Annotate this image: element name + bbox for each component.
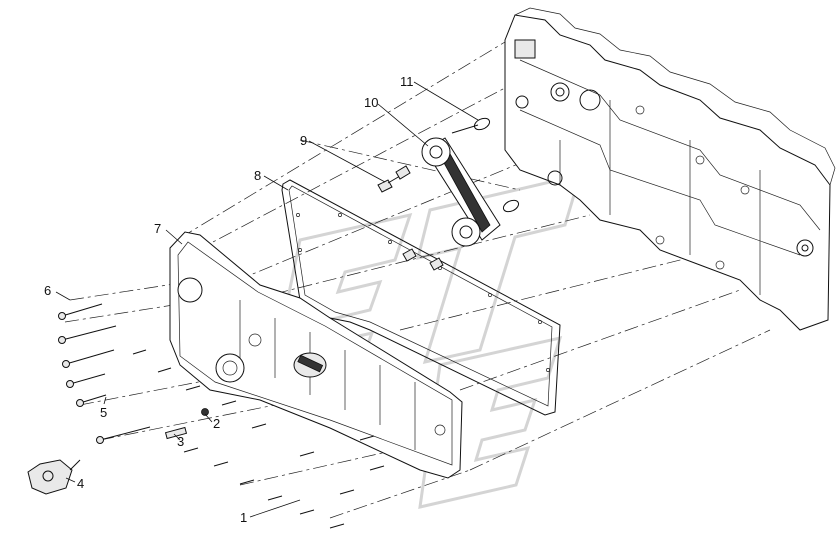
part-3-pin xyxy=(164,426,188,440)
part-11-o-rings xyxy=(451,117,520,213)
callout-labels: 1 2 3 4 5 6 7 8 9 10 11 xyxy=(44,74,414,525)
callout-4: 4 xyxy=(77,476,84,491)
part-9-screws xyxy=(377,165,444,271)
part-4-sensor xyxy=(27,459,81,495)
callout-1: 1 xyxy=(240,510,247,525)
engine-block xyxy=(504,7,836,331)
part-2-washer xyxy=(201,408,209,416)
callout-5: 5 xyxy=(100,405,107,420)
callout-8: 8 xyxy=(254,168,261,183)
part-10-oil-cooler xyxy=(421,137,501,247)
callout-2: 2 xyxy=(213,416,220,431)
callout-9: 9 xyxy=(300,133,307,148)
callout-3: 3 xyxy=(177,434,184,449)
callout-6: 6 xyxy=(44,283,51,298)
part-5-bolts xyxy=(76,394,151,444)
callout-11: 11 xyxy=(400,74,414,89)
part-7-cover xyxy=(169,231,463,479)
cover-fastener-bolts xyxy=(132,349,385,529)
part-8-gasket xyxy=(281,179,561,416)
leader-lines xyxy=(55,81,479,518)
part-6-bolts xyxy=(58,303,117,388)
callout-7: 7 xyxy=(154,221,161,236)
callout-10: 10 xyxy=(364,95,378,110)
